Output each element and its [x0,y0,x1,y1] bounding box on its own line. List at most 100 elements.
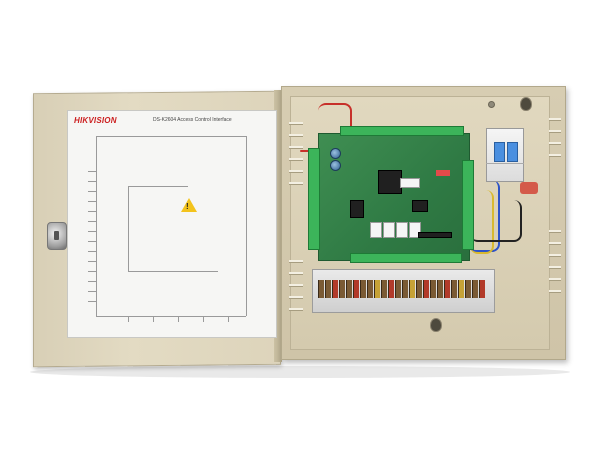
vent-slot [289,170,303,173]
vent-slot [549,154,561,157]
vent-slot [289,296,303,299]
floor-shadow [30,366,570,378]
terminal-screw [402,280,408,298]
terminal-screw [472,280,478,298]
brand-logo: HIKVISION [74,116,117,125]
relay [370,222,382,238]
terminal-screw [458,280,464,298]
terminal-screw [416,280,422,298]
terminal-screw [346,280,352,298]
connector-tick [228,316,229,322]
pcb-terminal-block-top [340,126,464,136]
diagram-line [96,136,246,137]
terminal-screw [360,280,366,298]
blue-wire [468,180,500,252]
diagram-line [96,136,97,316]
keyhole-icon [54,231,59,240]
breaker-divider [486,163,524,164]
pcb-terminal-block-bottom [350,253,462,263]
white-module [400,178,420,188]
diagram-line [128,186,188,187]
vent-slot [549,230,561,233]
mounting-hole-top [520,97,532,111]
vent-slot [549,242,561,245]
yellow-wire [470,190,494,254]
processor-chip [378,170,402,194]
pcb-terminal-block-right [462,160,474,250]
terminal-screw [437,280,443,298]
connector-tick [88,261,96,262]
vent-slot [549,278,561,281]
pcb-terminal-block-left [308,148,320,250]
vent-slot [549,266,561,269]
connector-tick [88,291,96,292]
connector-tick [88,231,96,232]
diagram-line [128,186,129,271]
vent-slot [549,290,561,293]
terminal-screw [465,280,471,298]
vent-slot [289,134,303,137]
capacitor [330,148,341,159]
connector-tick [178,316,179,322]
mounting-hole-bottom [430,318,442,332]
breaker-toggle-2[interactable] [507,142,518,162]
connector-tick [153,316,154,322]
relay [396,222,408,238]
black-wire [470,200,522,242]
label-title: DS-K2604 Access Control Interface [153,117,232,123]
terminal-screw [409,280,415,298]
red-wire [520,182,538,194]
terminal-screw [479,280,485,298]
vent-slot [289,284,303,287]
capacitor [330,160,341,171]
vent-slot [289,146,303,149]
vent-slot [549,130,561,133]
connector-tick [88,301,96,302]
connector-tick [88,271,96,272]
vent-slot [289,158,303,161]
terminal-screw [325,280,331,298]
connector-tick [88,171,96,172]
connector-tick [88,181,96,182]
terminal-screw [367,280,373,298]
ic-chip [412,200,428,212]
relay [383,222,395,238]
diagram-line [128,271,218,272]
vent-slot [289,272,303,275]
connector-tick [88,201,96,202]
terminal-screw [318,280,324,298]
red-connector [436,170,450,176]
vent-slot [289,308,303,311]
connector-tick [88,281,96,282]
vent-slot [549,254,561,257]
warning-exclamation-icon: ! [186,202,189,211]
terminal-screw [395,280,401,298]
breaker-toggle-1[interactable] [494,142,505,162]
terminal-screw [423,280,429,298]
terminal-screw [339,280,345,298]
red-wire [318,103,352,135]
warning-triangle-icon [181,198,197,212]
connector-tick [203,316,204,322]
circuit-breaker[interactable] [486,128,524,182]
connector-tick [128,316,129,322]
connector-tick [88,241,96,242]
terminal-screw [388,280,394,298]
terminal-screw [353,280,359,298]
connector-header [418,232,452,238]
vent-slot [549,118,561,121]
terminal-screw [332,280,338,298]
ic-chip [350,200,364,218]
terminal-screw [381,280,387,298]
vent-slot [289,122,303,125]
terminal-screw [451,280,457,298]
vent-slot [289,260,303,263]
connector-tick [88,221,96,222]
diagram-line [246,136,247,316]
screw [488,101,495,108]
terminal-screw [374,280,380,298]
diagram-line [96,316,246,317]
vent-slot [549,142,561,145]
connector-tick [88,211,96,212]
vent-slot [289,182,303,185]
